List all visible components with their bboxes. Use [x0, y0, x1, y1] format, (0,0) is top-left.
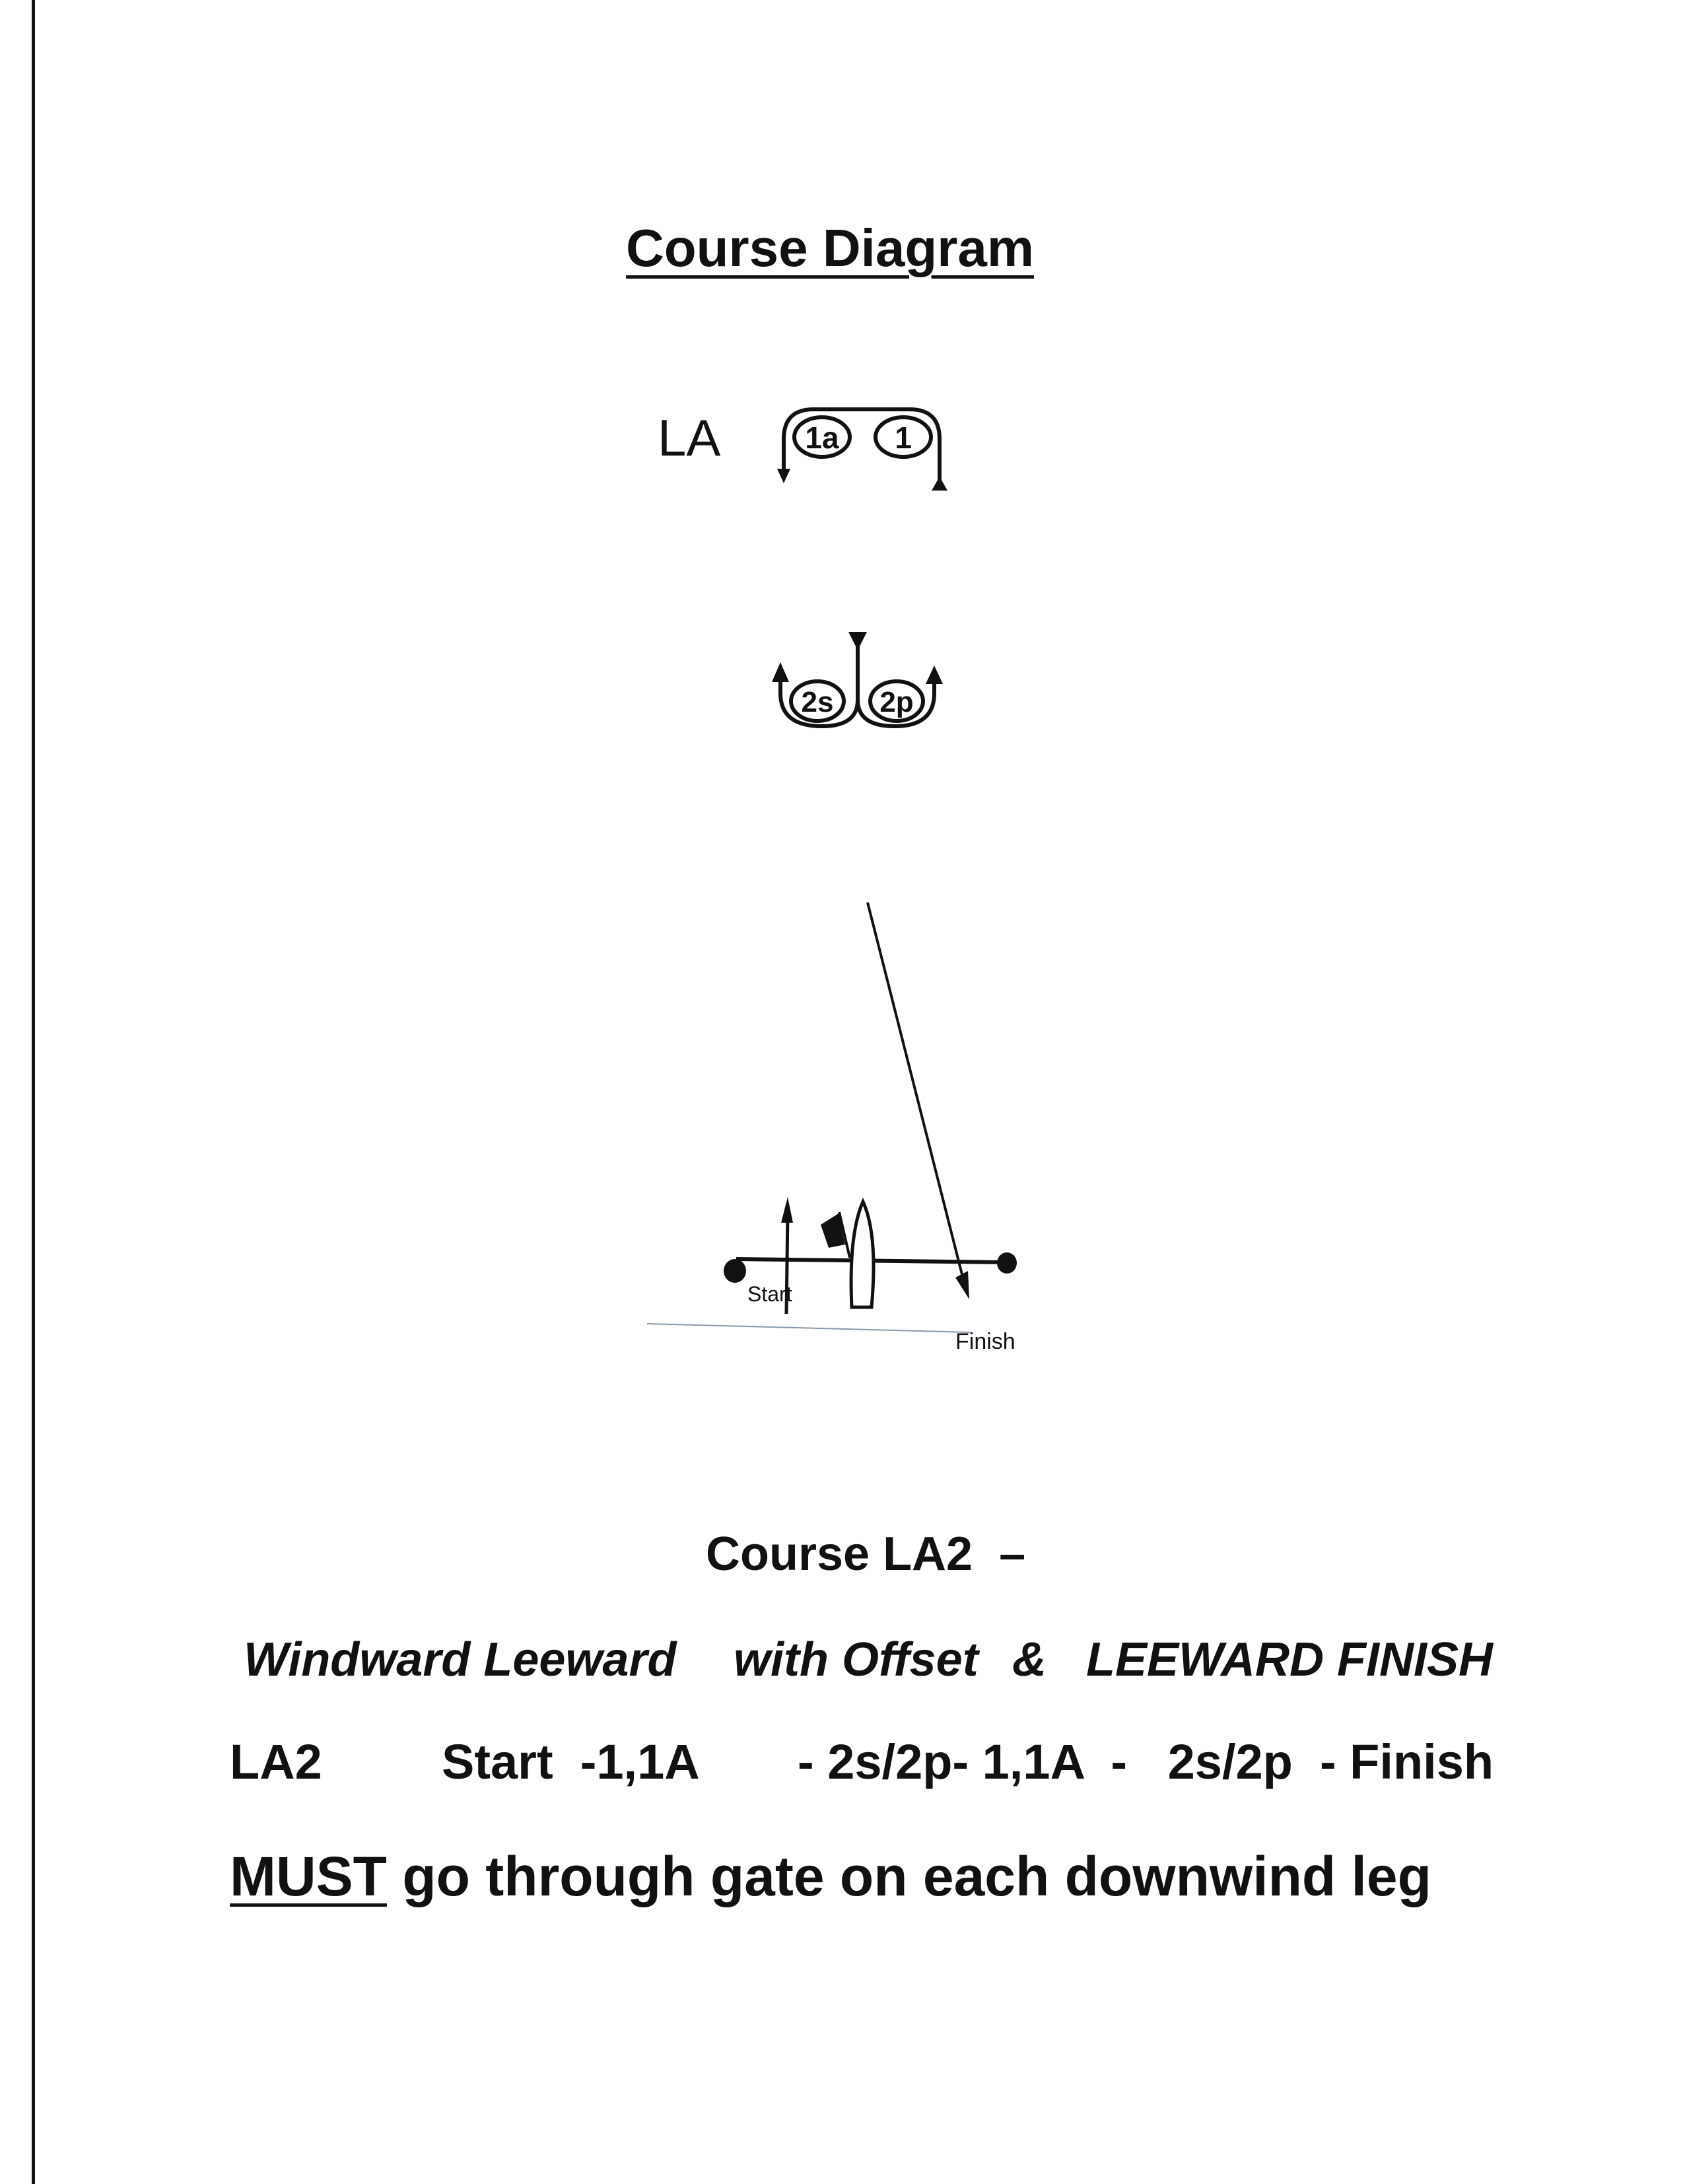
course-heading: Course LA2 – [706, 1528, 1026, 1581]
gate-note-text: go through gate on each downwind leg [386, 1845, 1431, 1907]
finish-leg-line [866, 902, 967, 1288]
finish-pin-mark-icon [997, 1252, 1017, 1274]
mark-2s-label: 2s [802, 686, 834, 718]
sequence-rest: - 2s/2p- 1,1A - 2s/2p - Finish [798, 1734, 1494, 1789]
page-edge-line [32, 0, 35, 2184]
page-title-text: Course Diagram [626, 219, 1034, 277]
gate-loop-path [778, 644, 936, 729]
arrow-up-icon [772, 662, 789, 682]
mark-1-label: 1 [895, 421, 912, 455]
mark-1-circle [874, 415, 933, 459]
committee-boat-icon [849, 1197, 876, 1309]
arrow-up-icon [926, 665, 943, 684]
sequence-start: Start -1,1A [442, 1734, 700, 1789]
finish-label: Finish [955, 1329, 1015, 1354]
course-code-label: LA [658, 409, 721, 467]
start-pin-mark-icon [724, 1259, 746, 1283]
mark-2p-circle [868, 679, 925, 723]
sequence-code: LA2 [230, 1734, 322, 1789]
mark-2p-label: 2p [879, 686, 913, 718]
flag-icon [821, 1213, 845, 1248]
arrow-down-icon [955, 1271, 969, 1299]
scan-faint-line [646, 1323, 971, 1333]
start-arrow-line [784, 1211, 790, 1314]
arrow-up-icon [781, 1197, 793, 1223]
mark-2s-circle [789, 679, 846, 723]
windward-loop-path [782, 407, 942, 482]
gate-note-emphasis: MUST [230, 1845, 387, 1907]
description-part-3: & [1012, 1633, 1047, 1686]
gate-note: MUST go through gate on each downwind le… [230, 1849, 1431, 1904]
description-part-1: Windward Leeward [244, 1633, 677, 1686]
arrow-up-icon [932, 477, 947, 491]
page-title: Course Diagram [0, 222, 1660, 275]
mark-1a-label: 1a [805, 421, 839, 455]
arrow-down-icon [848, 632, 867, 650]
arrow-down-icon [777, 469, 790, 483]
description-part-4: LEEWARD FINISH [1086, 1633, 1494, 1686]
mark-1a-circle [792, 415, 852, 459]
description-part-2: with Offset [734, 1633, 979, 1686]
flag-pole [838, 1211, 851, 1258]
start-label: Start [747, 1282, 792, 1306]
